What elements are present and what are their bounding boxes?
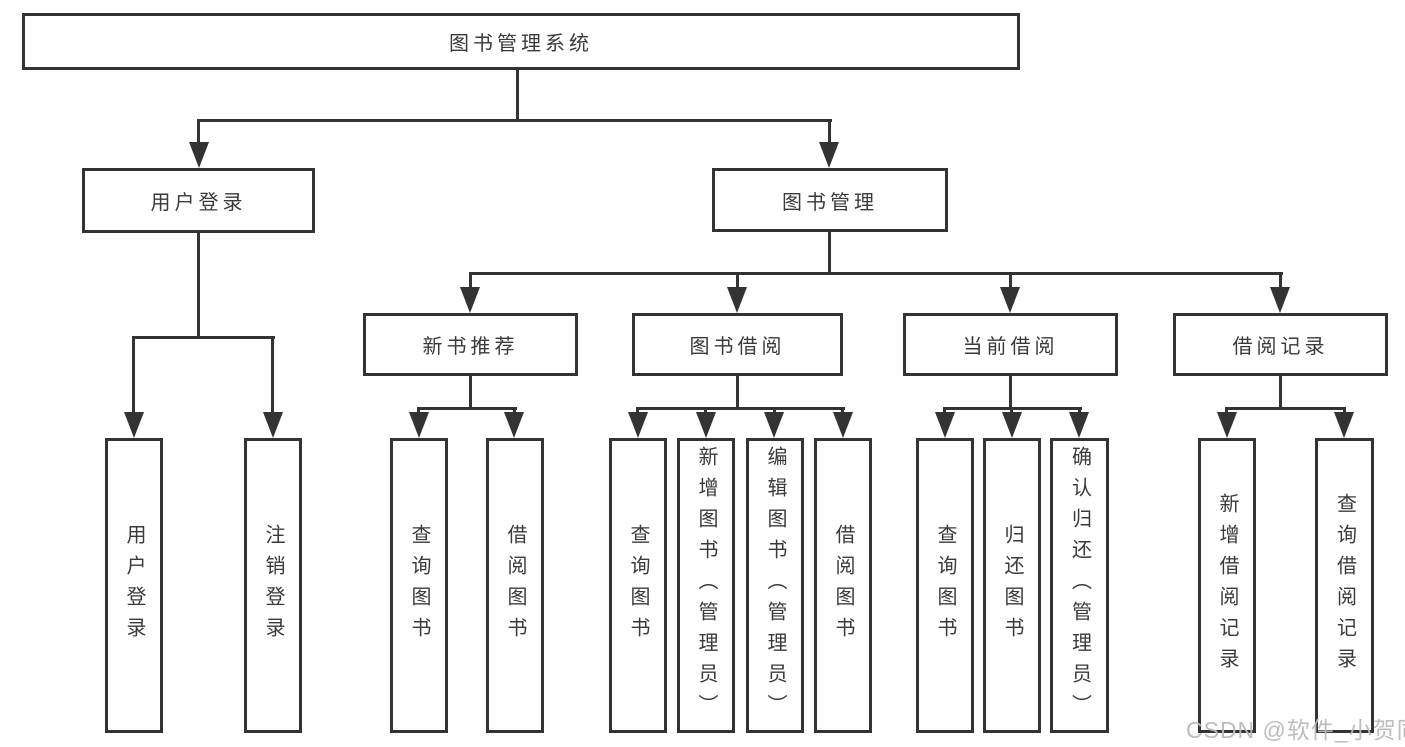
connector-userlogin-child-stem — [271, 336, 274, 416]
arrowhead-down-icon — [764, 412, 784, 438]
connector-bookmgmt-stem — [828, 232, 831, 275]
leaf-user-login: 用户登录 — [105, 438, 163, 733]
connector-borrowrecord-junction — [1225, 407, 1346, 410]
node-borrow-record: 借阅记录 — [1173, 313, 1388, 376]
node-user-login: 用户登录 — [82, 168, 315, 233]
leaf-return-book: 归还图书 — [983, 438, 1041, 733]
leaf-query-borrow-record: 查询借阅记录 — [1315, 438, 1374, 733]
connector-newbook-stem — [469, 376, 472, 410]
arrowhead-down-icon — [727, 287, 747, 313]
leaf-edit-book-admin: 编辑图书（管理员） — [746, 438, 804, 733]
leaf-borrow-book: 借阅图书 — [814, 438, 872, 733]
connector-l3-stem — [736, 272, 739, 290]
arrowhead-down-icon — [696, 412, 716, 438]
arrowhead-down-icon — [124, 412, 144, 438]
arrowhead-down-icon — [1334, 412, 1354, 438]
leaf-label: 查询图书 — [408, 523, 430, 648]
connector-borrowrecord-stem — [1279, 376, 1282, 410]
node-book-borrow-label: 图书借阅 — [689, 336, 786, 358]
connector-l2-stem-left — [197, 119, 200, 145]
node-user-login-label: 用户登录 — [150, 192, 247, 214]
leaf-query-book-current: 查询图书 — [916, 438, 974, 733]
arrowhead-down-icon — [628, 412, 648, 438]
connector-userlogin-stem — [197, 233, 200, 339]
leaf-add-book-admin: 新增图书（管理员） — [677, 438, 735, 733]
leaf-label: 用户登录 — [123, 523, 145, 648]
connector-userlogin-child-stem — [132, 336, 135, 416]
arrowhead-down-icon — [1217, 412, 1237, 438]
connector-bookborrow-junction — [636, 407, 845, 410]
arrowhead-down-icon — [504, 412, 524, 438]
connector-root-stem — [516, 70, 519, 122]
arrowhead-down-icon — [935, 412, 955, 438]
leaf-label: 确认归还（管理员） — [1068, 446, 1091, 725]
leaf-add-borrow-record: 新增借阅记录 — [1198, 438, 1256, 733]
arrowhead-down-icon — [189, 142, 209, 168]
leaf-query-book-borrow: 查询图书 — [609, 438, 667, 733]
arrowhead-down-icon — [460, 287, 480, 313]
leaf-label: 借阅图书 — [504, 523, 526, 648]
connector-currentborrow-stem — [1009, 376, 1012, 410]
leaf-label: 查询借阅记录 — [1333, 492, 1356, 679]
node-root: 图书管理系统 — [22, 13, 1020, 70]
node-current-borrow-label: 当前借阅 — [962, 336, 1059, 358]
node-current-borrow: 当前借阅 — [903, 313, 1118, 376]
arrowhead-down-icon — [1069, 412, 1089, 438]
arrowhead-down-icon — [1270, 287, 1290, 313]
node-book-borrow: 图书借阅 — [632, 313, 843, 376]
connector-l3-stem — [1009, 272, 1012, 290]
node-new-book-recommend-label: 新书推荐 — [422, 336, 519, 358]
connector-bookborrow-stem — [736, 376, 739, 410]
connector-l3-stem — [469, 272, 472, 290]
node-book-management: 图书管理 — [712, 168, 948, 232]
arrowhead-down-icon — [263, 412, 283, 438]
leaf-borrow-book-recommend: 借阅图书 — [486, 438, 544, 733]
leaf-confirm-return-admin: 确认归还（管理员） — [1050, 438, 1109, 733]
arrowhead-down-icon — [1000, 287, 1020, 313]
leaf-label: 编辑图书（管理员） — [764, 446, 786, 725]
arrowhead-down-icon — [1002, 412, 1022, 438]
leaf-logout: 注销登录 — [244, 438, 302, 733]
leaf-label: 注销登录 — [262, 523, 284, 648]
arrowhead-down-icon — [833, 412, 853, 438]
leaf-label: 归还图书 — [1001, 523, 1023, 648]
leaf-label: 新增借阅记录 — [1216, 492, 1238, 679]
arrowhead-down-icon — [819, 142, 839, 168]
connector-l2-stem-right — [828, 119, 831, 145]
leaf-label: 新增图书（管理员） — [695, 446, 717, 725]
node-borrow-record-label: 借阅记录 — [1232, 336, 1329, 358]
node-book-management-label: 图书管理 — [782, 191, 878, 214]
connector-l2-junction — [197, 119, 832, 122]
connector-l3-junction — [469, 272, 1283, 275]
connector-l3-stem — [1279, 272, 1282, 290]
leaf-label: 查询图书 — [627, 523, 649, 648]
arrowhead-down-icon — [409, 412, 429, 438]
node-root-label: 图书管理系统 — [449, 33, 593, 55]
csdn-watermark: CSDN @软件_小贺同学 — [1186, 717, 1405, 743]
connector-userlogin-junction — [132, 336, 275, 339]
leaf-label: 借阅图书 — [832, 523, 854, 648]
connector-newbook-junction — [417, 407, 517, 410]
node-new-book-recommend: 新书推荐 — [363, 313, 578, 376]
leaf-label: 查询图书 — [934, 523, 956, 648]
leaf-query-book-recommend: 查询图书 — [390, 438, 448, 733]
